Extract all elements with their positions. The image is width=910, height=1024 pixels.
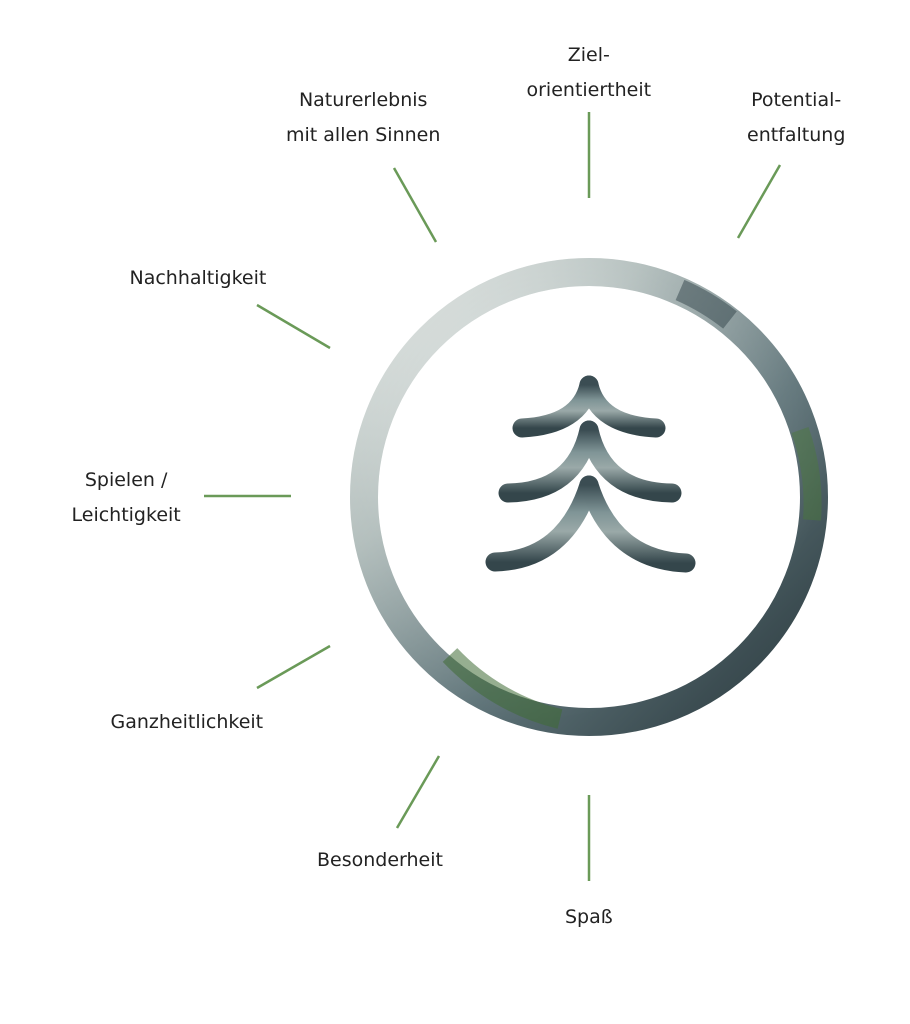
- label-zielorientiertheit: Ziel-orientiertheit: [527, 38, 652, 108]
- label-potentialentfaltung-line: entfaltung: [747, 124, 846, 146]
- label-spielen: Spielen / Leichtigkeit: [72, 463, 181, 533]
- label-spielen-line: Spielen /: [84, 469, 168, 491]
- label-spielen-line: Leichtigkeit: [71, 504, 181, 526]
- ray-besonderheit: [395, 755, 441, 829]
- rays: [204, 112, 782, 881]
- label-besonderheit-line: Besonderheit: [317, 849, 443, 871]
- label-spass-line: Spaß: [565, 906, 613, 928]
- label-naturerlebnis-line: mit allen Sinnen: [286, 124, 441, 146]
- label-nachhaltigkeit-line: Nachhaltigkeit: [129, 267, 267, 289]
- label-naturerlebnis: Naturerlebnis mit allen Sinnen: [286, 83, 440, 153]
- label-potentialentfaltung: Potential-entfaltung: [747, 83, 845, 153]
- label-nachhaltigkeit: Nachhaltigkeit: [130, 261, 267, 296]
- ray-nachhaltigkeit: [256, 303, 331, 350]
- label-zielorientiertheit-line: orientiertheit: [526, 79, 652, 101]
- label-zielorientiertheit-line: Ziel-: [567, 44, 610, 66]
- label-ganzheitlichkeit-line: Ganzheitlichkeit: [110, 711, 264, 733]
- label-potentialentfaltung-line: Potential-: [751, 89, 842, 111]
- label-ganzheitlichkeit: Ganzheitlichkeit: [111, 705, 264, 740]
- label-besonderheit: Besonderheit: [317, 843, 443, 878]
- ray-naturerlebnis: [392, 167, 438, 243]
- label-naturerlebnis-line: Naturerlebnis: [298, 89, 428, 111]
- ray-potentialentfaltung: [736, 164, 782, 239]
- forest-ring: [350, 258, 828, 736]
- ray-ganzheitlichkeit: [256, 644, 331, 690]
- label-spass: Spaß: [565, 900, 613, 935]
- pine-tree-icon: [485, 358, 696, 645]
